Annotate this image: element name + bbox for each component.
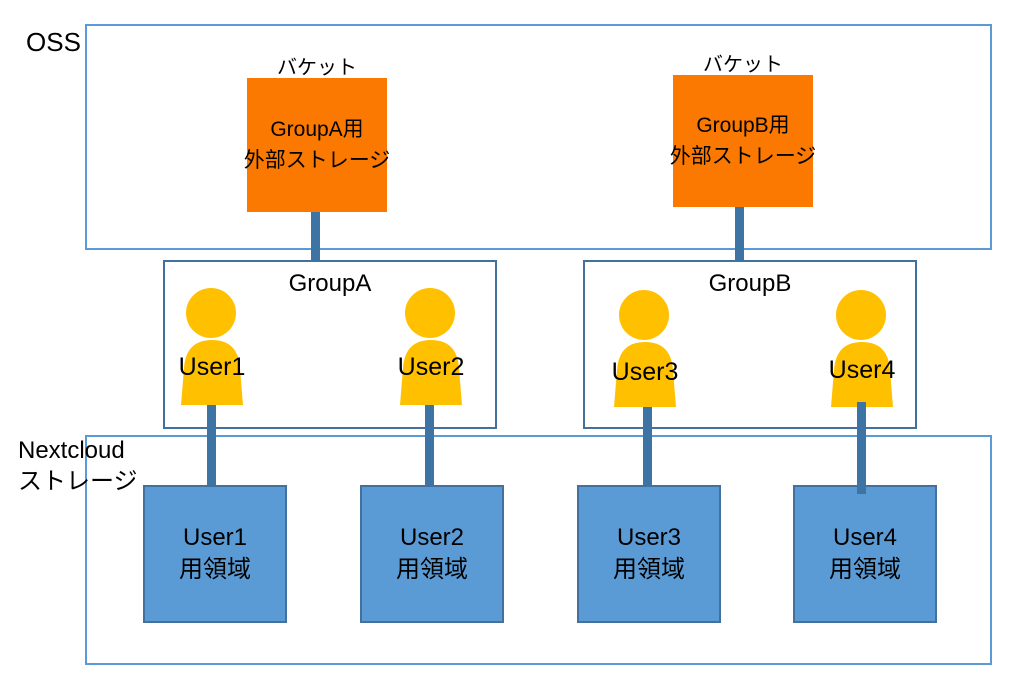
connector-bucket-b-to-group-b xyxy=(735,206,744,261)
bucket-a-line2: 外部ストレージ xyxy=(243,149,391,172)
nextcloud-storage-container xyxy=(85,435,992,665)
storage-user3-line1: User3 xyxy=(616,523,682,551)
storage-user1-line2: 用領域 xyxy=(179,556,251,583)
storage-user2-box: User2 用領域 xyxy=(360,485,504,623)
oss-container xyxy=(85,24,992,250)
connector-user2-to-storage xyxy=(425,402,434,487)
connector-user3-to-storage xyxy=(643,402,652,487)
group-a-container: GroupA xyxy=(163,260,497,429)
storage-user2-line2: 用領域 xyxy=(396,556,468,583)
user1-label: User1 xyxy=(178,353,246,381)
bucket-b-caption: バケット xyxy=(703,54,783,76)
storage-user4-box: User4 用領域 xyxy=(793,485,937,623)
storage-user4-line1: User4 xyxy=(832,523,898,551)
user3-person-icon xyxy=(614,290,676,407)
group-b-label: GroupB xyxy=(708,270,792,297)
storage-user2-line1: User2 xyxy=(399,523,465,551)
user3-label: User3 xyxy=(611,358,679,386)
group-b-container: GroupB xyxy=(583,260,917,429)
user2-label: User2 xyxy=(397,353,465,381)
user1-person-icon xyxy=(181,288,243,405)
storage-user1-line1: User1 xyxy=(182,523,248,551)
connector-user1-to-storage xyxy=(207,402,216,487)
connector-user4-to-storage xyxy=(857,402,866,494)
bucket-b-external-storage-box: GroupB用 外部ストレージ xyxy=(670,75,816,207)
bucket-a-caption: バケット xyxy=(277,57,357,79)
storage-user3-line2: 用領域 xyxy=(613,556,685,583)
user2-person-icon xyxy=(400,288,462,405)
storage-user1-box: User1 用領域 xyxy=(143,485,287,623)
connector-bucket-a-to-group-a xyxy=(311,211,320,261)
bucket-b-line2: 外部ストレージ xyxy=(669,145,817,168)
storage-user4-line2: 用領域 xyxy=(829,556,901,583)
bucket-a-external-storage-box: GroupA用 外部ストレージ xyxy=(244,78,390,212)
user4-person-icon xyxy=(831,290,893,407)
nextcloud-label-line1: Nextcloud xyxy=(18,437,125,464)
nextcloud-label-line2: ストレージ xyxy=(18,467,138,495)
user4-label: User4 xyxy=(828,356,896,384)
nextcloud-storage-label: Nextcloud ストレージ xyxy=(18,436,138,497)
bucket-b-line1: GroupB用 xyxy=(696,113,790,137)
bucket-a-line1: GroupA用 xyxy=(270,117,364,141)
oss-label: OSS xyxy=(26,27,81,57)
storage-user3-box: User3 用領域 xyxy=(577,485,721,623)
group-a-label: GroupA xyxy=(288,270,372,297)
